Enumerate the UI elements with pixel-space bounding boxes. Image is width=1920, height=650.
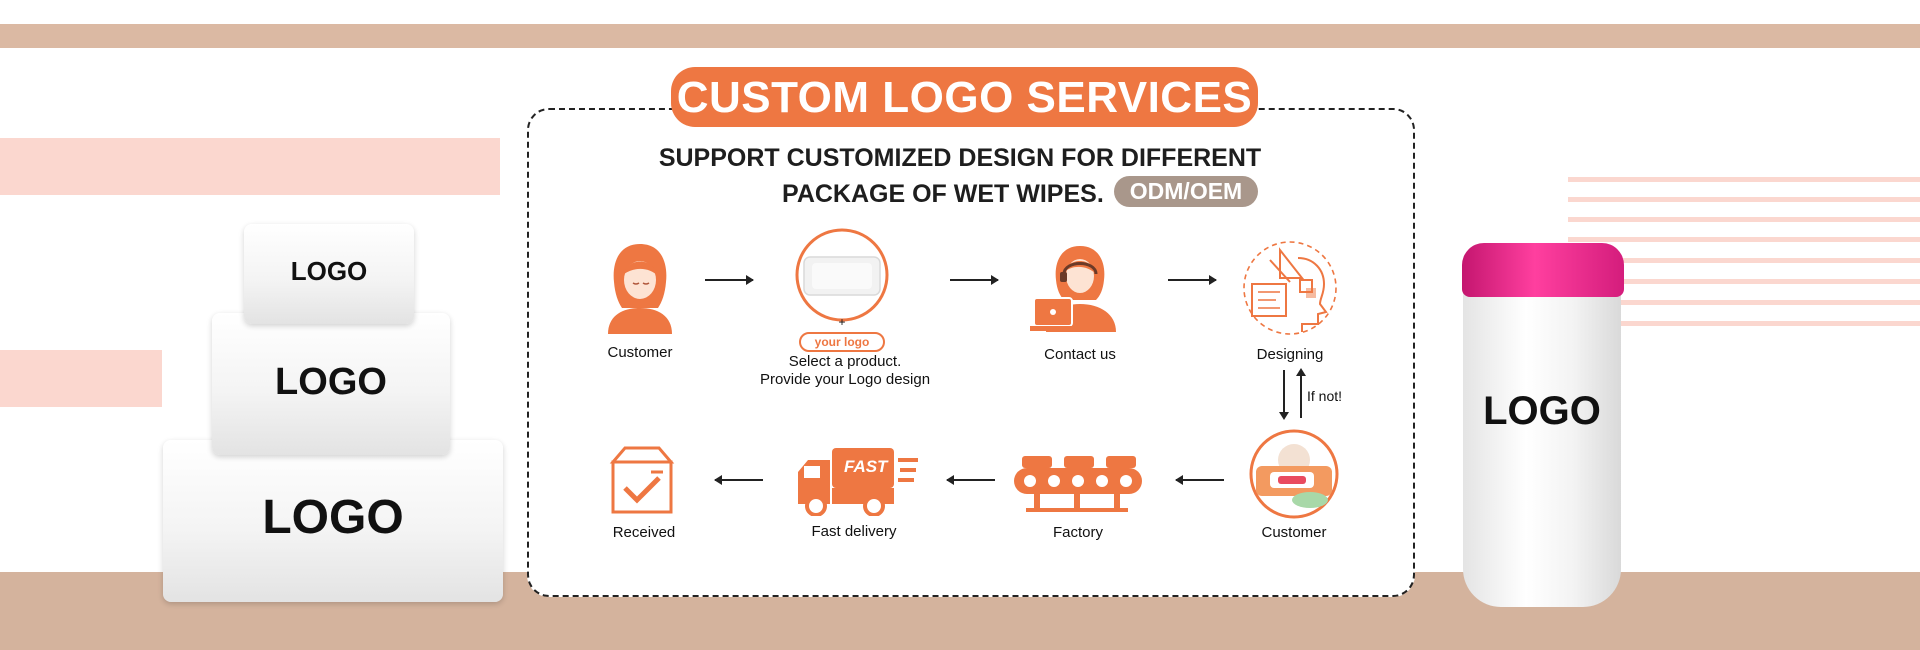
- top-band: [0, 24, 1920, 48]
- fast-text: FAST: [844, 457, 888, 476]
- large-pack-logo: LOGO: [262, 491, 404, 544]
- arrow-down: [1279, 370, 1289, 420]
- plus-sign: +: [838, 315, 846, 329]
- step-fast-delivery-label: Fast delivery: [811, 523, 897, 540]
- step-factory-label: Factory: [1052, 524, 1103, 541]
- subtitle-line-1: SUPPORT CUSTOMIZED DESIGN FOR DIFFERENT: [658, 144, 1262, 172]
- pink-line: [1568, 197, 1920, 202]
- medium-wipe-pack: LOGO: [212, 313, 450, 455]
- subtitle-line-2: PACKAGE OF WET WIPES.: [782, 180, 1104, 208]
- step-received-label: Received: [612, 524, 676, 541]
- pink-stripe-left-bottom: [0, 350, 162, 407]
- arrow-up: [1296, 368, 1306, 418]
- arrow-right: [705, 275, 754, 285]
- customer-product-icon: [1249, 429, 1339, 519]
- step-provide-logo-label: Provide your Logo design: [759, 371, 931, 388]
- arrow-left: [946, 475, 995, 485]
- odm-oem-badge: ODM/OEM: [1114, 176, 1258, 207]
- small-wipe-pack: LOGO: [244, 224, 414, 324]
- designing-icon: [1243, 241, 1337, 335]
- step-select-product-label: Select a product.: [788, 353, 902, 370]
- pink-line: [1568, 217, 1920, 222]
- your-logo-tag: your logo: [799, 332, 885, 352]
- arrow-left: [714, 475, 763, 485]
- pink-line: [1568, 321, 1920, 326]
- step-customer-2-label: Customer: [1261, 524, 1327, 541]
- pink-line: [1568, 300, 1920, 305]
- canister-cap: [1462, 243, 1624, 297]
- pink-line: [1568, 177, 1920, 182]
- customer-icon: [608, 244, 672, 334]
- arrow-left: [1175, 475, 1224, 485]
- large-wipe-pack: LOGO: [163, 440, 503, 602]
- step-designing-label: Designing: [1256, 346, 1324, 363]
- canister-logo: LOGO: [1483, 389, 1601, 433]
- step-customer-label: Customer: [607, 344, 673, 361]
- page-title: CUSTOM LOGO SERVICES: [671, 67, 1258, 127]
- if-not-label: If not!: [1307, 388, 1343, 404]
- arrow-right: [950, 275, 999, 285]
- arrow-right: [1168, 275, 1217, 285]
- service-frame: [527, 108, 1415, 597]
- delivery-truck-icon: FAST: [794, 444, 920, 516]
- contact-icon: [1030, 246, 1116, 332]
- pink-line: [1568, 279, 1920, 284]
- pink-line: [1568, 237, 1920, 242]
- pink-stripe-left-top: [0, 138, 500, 195]
- factory-icon: [1014, 456, 1142, 512]
- medium-pack-logo: LOGO: [275, 361, 387, 403]
- small-pack-logo: LOGO: [290, 256, 368, 286]
- wipe-canister: LOGO: [1463, 257, 1621, 607]
- step-contact-label: Contact us: [1044, 346, 1116, 363]
- received-box-icon: [609, 446, 675, 514]
- pink-line: [1568, 258, 1920, 263]
- product-icon: [795, 228, 889, 322]
